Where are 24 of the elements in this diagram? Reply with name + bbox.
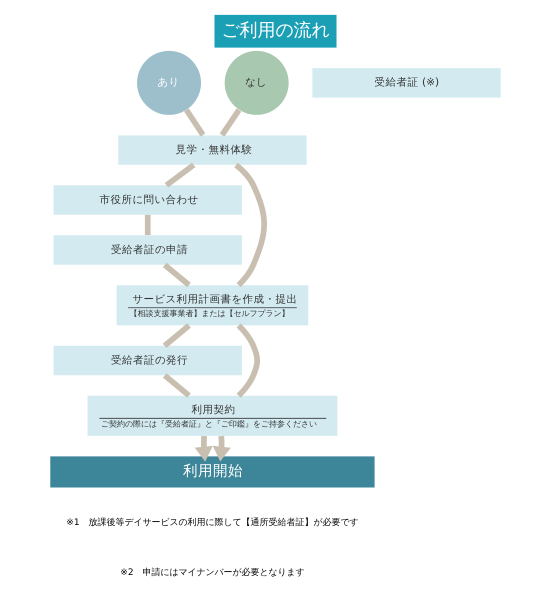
arrow xyxy=(212,436,230,462)
node-box: 受給者証の発行 xyxy=(53,346,242,376)
node-box: 市役所に問い合わせ xyxy=(53,185,242,215)
node-box: 受給者証 (※) xyxy=(312,68,500,98)
connector xyxy=(184,108,205,137)
node-box: サービス利用計画書を作成・提出 【相談支援事業者】または【セルフプラン】 xyxy=(116,285,308,326)
connector xyxy=(219,108,241,137)
diagram-title: ご利用の流れ xyxy=(220,20,329,41)
connector xyxy=(234,162,266,288)
node-circle: なし xyxy=(224,50,288,115)
label: ※1 放課後等デイサービスの利用に際して【通所受給者証】が必要です xyxy=(66,518,358,528)
node-circle: あり xyxy=(136,50,201,115)
node-box: 利用契約 ご契約の際には『受給者証』と『ご印鑑』をご持参ください xyxy=(87,396,337,436)
connector xyxy=(144,214,150,236)
node-box: 見学・無料体験 xyxy=(118,135,306,165)
arrow xyxy=(194,436,212,462)
connector xyxy=(162,323,190,348)
node-box: 利用開始 xyxy=(50,456,374,488)
connector xyxy=(236,323,260,398)
connector xyxy=(162,373,190,398)
label: ※2 申請にはマイナンバーが必要となります xyxy=(120,568,304,578)
connector xyxy=(164,162,195,188)
connector xyxy=(162,262,190,288)
node-box: 受給者証の申請 xyxy=(53,235,242,265)
